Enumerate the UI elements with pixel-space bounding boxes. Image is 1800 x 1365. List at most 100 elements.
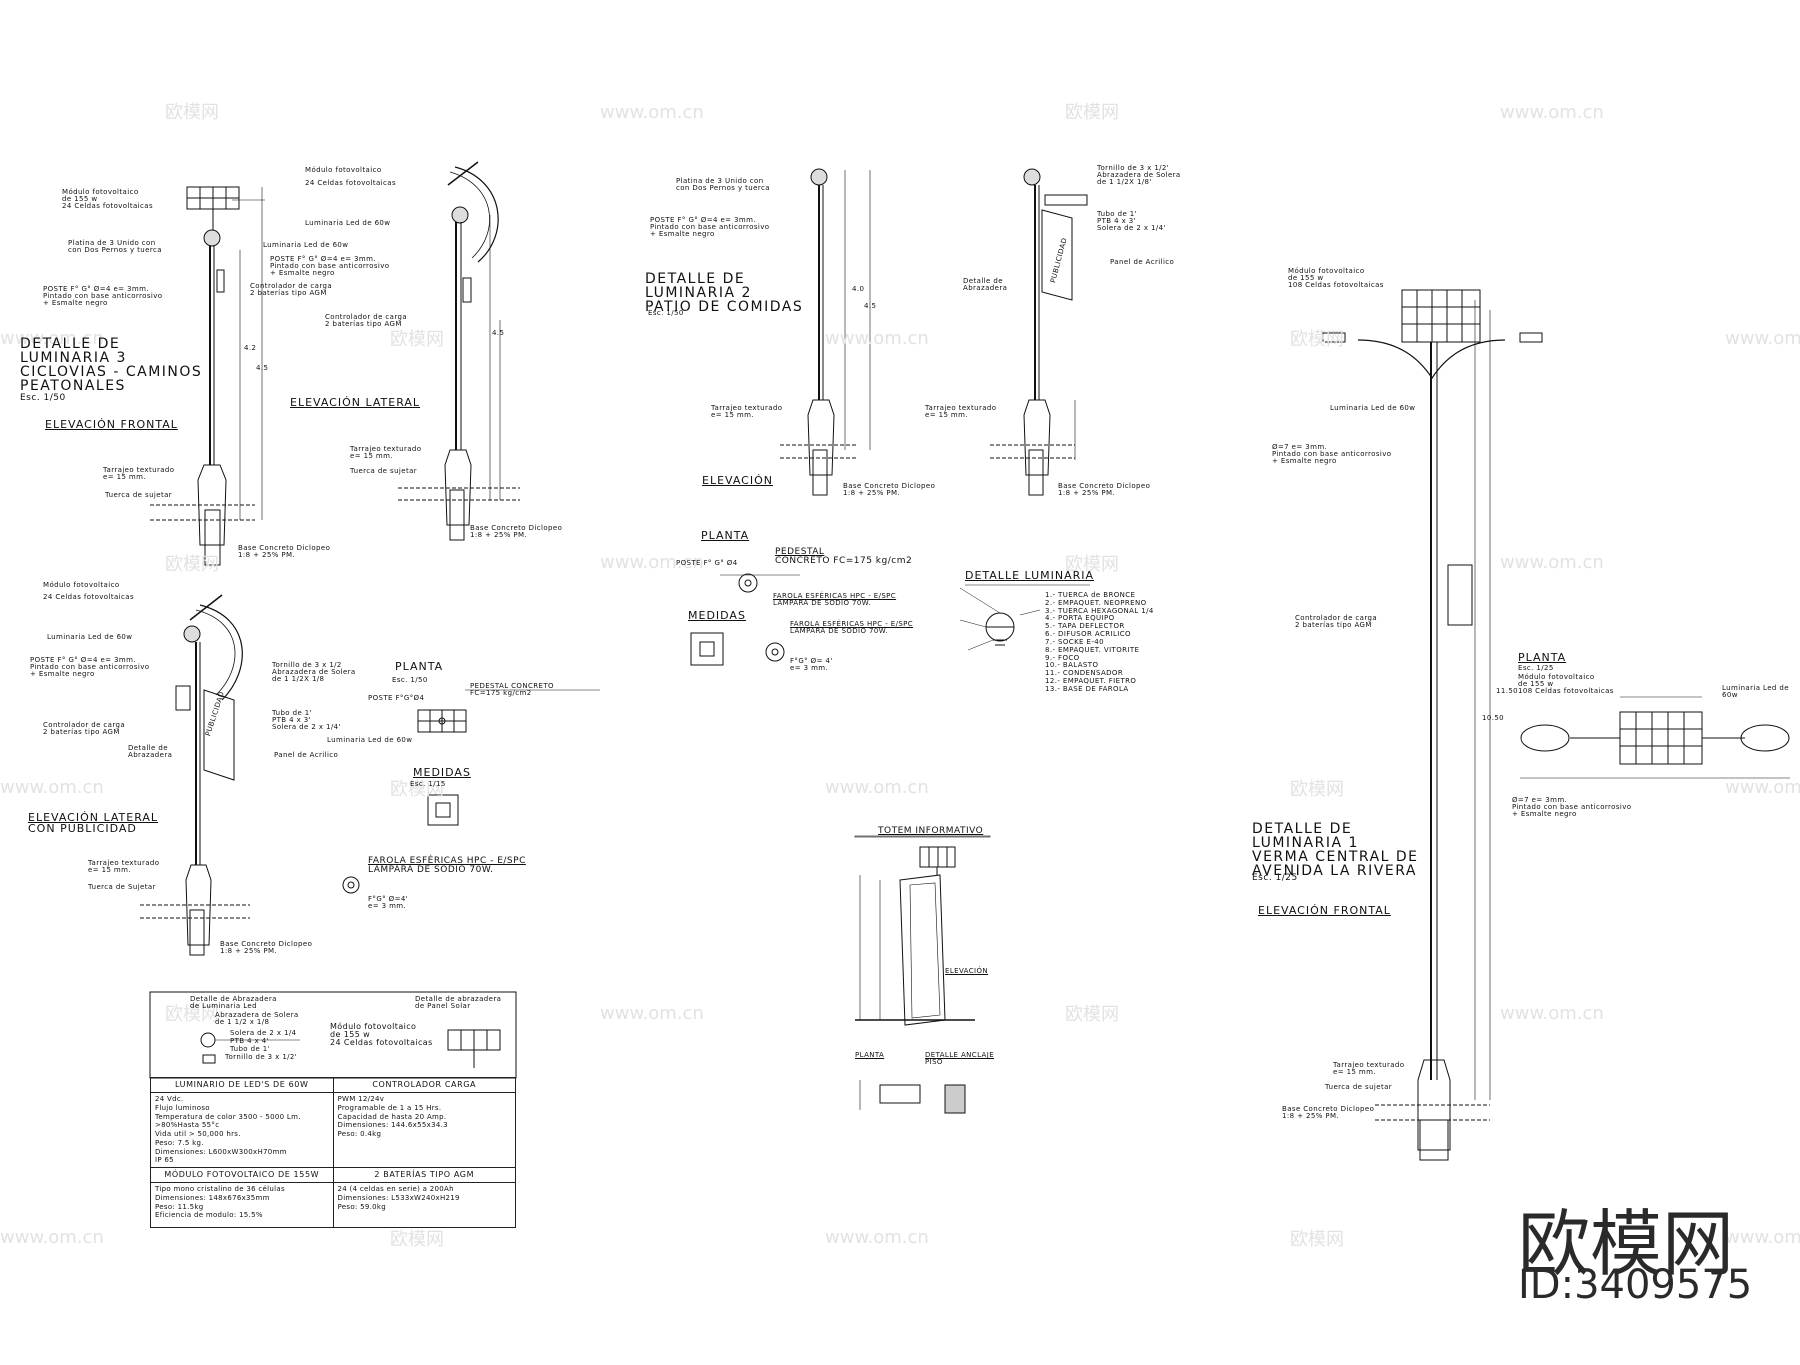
lum1-scale: Esc. 1/25 — [1252, 873, 1298, 883]
pub-tuerca-note: Tuerca de Sujetar — [88, 883, 156, 891]
watermark-id: ID:3409575 — [1518, 1262, 1753, 1308]
lum3-dim-h1: 4.2 — [244, 344, 257, 352]
lum3-dim-h2: 4.5 — [256, 364, 269, 372]
totem-elev: ELEVACIÓN — [945, 967, 989, 975]
totem-planta: PLANTA — [855, 1051, 885, 1059]
spec-panel-det-label: Detalle de abrazadera de Panel Solar — [415, 995, 502, 1010]
lum2-elev-label: ELEVACIÓN — [702, 474, 773, 487]
spec-module-label: Módulo fotovoltaico de 155 w 24 Celdas f… — [330, 1022, 433, 1047]
lum1-tarraj: Tarrajeo texturado e= 15 mm. — [1333, 1061, 1405, 1076]
lum3-side-label: ELEVACIÓN LATERAL — [290, 396, 421, 409]
lum1-planta-lum: Luminaria Led de 60w — [1722, 684, 1789, 699]
lum2b-abraz: Detalle de Abrazadera — [963, 277, 1008, 292]
watermark-brand: 欧模网 — [1290, 779, 1344, 800]
lum1-lum: Luminaria Led de 60w — [1330, 404, 1416, 412]
lum2-farola2: FAROLA ESFÉRICAS HPC - E/SPC LAMPARA DE … — [790, 620, 914, 635]
planta3-pedestal: PEDESTAL CONCRETO FC=175 kg/cm2 — [470, 682, 554, 697]
planta3-medidas-scale: Esc. 1/15 — [410, 780, 446, 788]
lum3-front-tarraj-note: Tarrajeo texturado e= 15 mm. — [103, 466, 175, 481]
pub-base-note: Base Concreto Diclopeo 1:8 + 25% PM. — [220, 940, 313, 955]
watermark-site: www.om.cn — [0, 1227, 104, 1248]
watermark-brand: 欧模网 — [1290, 329, 1344, 350]
watermark-site: www.om.cn — [1500, 1003, 1604, 1024]
lum2b-tornillo: Tornillo de 3 x 1/2' Abrazadera de Soler… — [1097, 164, 1181, 186]
watermark-brand: 欧模网 — [165, 554, 219, 575]
planta3-drawing — [342, 689, 600, 894]
lum2-scale: Esc. 1/50 — [648, 309, 684, 317]
lum2-medidas: MEDIDAS — [688, 609, 746, 622]
pub-drawing — [140, 594, 250, 956]
spec-lum-cell: 24 Vdc. Flujo luminoso Temperatura de co… — [150, 1092, 334, 1168]
watermark-site: www.om.cn — [825, 777, 929, 798]
lum3-front-module-note: Módulo fotovoltaico de 155 w 24 Celdas f… — [62, 188, 153, 210]
lum1-tuerca: Tuerca de sujetar — [1325, 1083, 1393, 1091]
lum3-front-poste-note: POSTE F° G° Ø=4 e= 3mm. Pintado con base… — [43, 285, 163, 307]
watermark-site: www.om.cn — [1500, 552, 1604, 573]
lum3-front-lum-note: Luminaria Led de 60w — [263, 241, 349, 249]
spec-header-ctrl: CONTROLADOR CARGA — [332, 1077, 516, 1093]
pub-module-note: Módulo fotovoltaico 24 Celdas fotovoltai… — [43, 581, 134, 601]
lum1-dim-h2: 11.50 — [1496, 687, 1519, 695]
watermark-site: www.om.cn — [0, 777, 104, 798]
planta3-farola: FAROLA ESFÉRICAS HPC - E/SPC LAMPARA DE … — [368, 856, 526, 875]
watermark-brand: 欧模网 — [390, 1229, 444, 1250]
lum3-front-ctrl-note: Controlador de carga 2 baterías tipo AGM — [250, 282, 333, 297]
spec-header-bat: 2 BATERÍAS TIPO AGM — [332, 1167, 516, 1183]
lum2-dim-h1: 4.0 — [852, 285, 865, 293]
lum3-side-module-note: Módulo fotovoltaico 24 Celdas fotovoltai… — [305, 166, 396, 187]
watermark-brand: 欧模网 — [390, 779, 444, 800]
pub-lum-note: Luminaria Led de 60w — [47, 633, 133, 641]
totem-anclaje: DETALLE ANCLAJE PISO — [925, 1051, 995, 1066]
pub-ctrl-note: Controlador de carga 2 baterías tipo AGM — [43, 721, 126, 736]
pub-title: ELEVACIÓN LATERAL CON PUBLICIDAD — [28, 811, 159, 835]
watermark-site: www.om.cn — [600, 1003, 704, 1024]
lum3-front-label: ELEVACIÓN FRONTAL — [45, 418, 178, 431]
spec-header-lum: LUMINARIO DE LED'S DE 60W — [150, 1077, 334, 1093]
pub-panel-note: Panel de Acrilico — [274, 751, 339, 759]
planta3-poste: POSTE F°G°Ø4 — [368, 694, 425, 702]
lum2-pedestal: PEDESTAL CONCRETO FC=175 kg/cm2 — [775, 547, 913, 566]
spec-header-mod: MÓDULO FOTOVOLTAICO DE 155W — [150, 1167, 334, 1183]
detalle-luminaria-title: DETALLE LUMINARIA — [965, 569, 1095, 582]
watermark-site: www.om.cn — [1725, 1227, 1800, 1248]
lum3-side-drawing — [398, 161, 520, 541]
watermark-site: www.om.cn — [600, 552, 704, 573]
pub-abraz-note: Detalle de Abrazadera — [128, 744, 173, 759]
lum2b-tubo: Tubo de 1' PTB 4 x 3' Solera de 2 x 1/4' — [1097, 210, 1166, 232]
lum1-planta: PLANTA — [1518, 651, 1567, 664]
lum3-front-base-note: Base Concreto Diclopeo 1:8 + 25% PM. — [238, 544, 331, 559]
lum2-farola: FAROLA ESFÉRICAS HPC - E/SPC LAMPARA DE … — [773, 592, 897, 607]
planta3-lum: Luminaria Led de 60w — [327, 736, 413, 744]
watermark-brand: 欧模网 — [390, 329, 444, 350]
lum3-front-drawing — [150, 186, 265, 566]
lum2-dim-h2: 4.5 — [864, 302, 877, 310]
spec-bat-cell: 24 (4 celdas en serie) a 200Ah Dimension… — [332, 1182, 516, 1228]
spec-solera2-label: Solera de 2 x 1/4 — [230, 1029, 297, 1037]
pub-poste-note: POSTE F° G° Ø=4 e= 3mm. Pintado con base… — [30, 656, 150, 678]
lum3-side-base-note: Base Concreto Diclopeo 1:8 + 25% PM. — [470, 524, 563, 539]
spec-tubo-label: Tubo de 1' — [230, 1045, 270, 1053]
lum2b-tarraj: Tarrajeo texturado e= 15 mm. — [925, 404, 997, 419]
detalle-luminaria-drawing — [959, 584, 1090, 651]
lum3-side-tarraj-note: Tarrajeo texturado e= 15 mm. — [350, 445, 422, 460]
lum3-dim-h3: 4.5 — [492, 329, 505, 337]
watermark-brand: 欧模网 — [165, 102, 219, 123]
lum3-title: DETALLE DE LUMINARIA 3 CICLOVIAS - CAMIN… — [20, 336, 203, 394]
spec-table: LUMINARIO DE LED'S DE 60W CONTROLADOR CA… — [150, 1077, 516, 1228]
lum2b-base: Base Concreto Diclopeo 1:8 + 25% PM. — [1058, 482, 1151, 497]
lum3-side-tuerca-note: Tuerca de sujetar — [350, 467, 418, 475]
lum1-module: Módulo fotovoltaico de 155 w 108 Celdas … — [1288, 267, 1384, 289]
watermark-big-brand: 欧模网 — [1518, 1202, 1735, 1286]
spec-mod-cell: Tipo mono cristalino de 36 células Dimen… — [150, 1182, 334, 1228]
planta3-scale: Esc. 1/50 — [392, 676, 428, 684]
pub-tubo-note: Tubo de 1' PTB 4 x 3' Solera de 2 x 1/4' — [272, 709, 341, 731]
lum2b-panel: Panel de Acrilico — [1110, 258, 1175, 266]
detalle-luminaria-list: 1.- TUERCA de BRONCE 2.- EMPAQUET. NEOPR… — [1045, 591, 1154, 693]
watermark-brand: 欧模网 — [165, 1004, 219, 1025]
lum1-base: Base Concreto Diclopeo 1:8 + 25% PM. — [1282, 1105, 1375, 1120]
lum1-dim-h1: 10.50 — [1482, 714, 1505, 722]
lum2b-drawing — [990, 168, 1088, 496]
pub-tarraj-note: Tarrajeo texturado e= 15 mm. — [88, 859, 160, 874]
lum1-ctrl: Controlador de carga 2 baterías tipo AGM — [1295, 614, 1378, 629]
watermark-site: www.om.cn — [0, 328, 104, 349]
